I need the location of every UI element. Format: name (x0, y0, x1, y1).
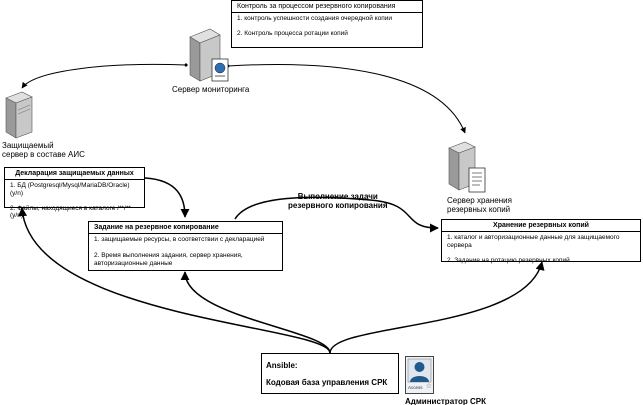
admin-badge: Access ☆ (405, 356, 434, 394)
monitoring-control-item: 2. Контроль процесса ротации копий (237, 29, 348, 37)
protected-server-label-line1: Защищаемый (2, 141, 54, 150)
monitoring-server-icon (189, 28, 229, 82)
storage-item: 2. Задание на ротацию резервных копий (447, 256, 570, 264)
declaration-item: 1. БД (Postgresql/Mysql/MariaDB/Oracle) … (10, 182, 130, 197)
backup-task-title: Задание на резервное копирование (89, 222, 282, 234)
monitoring-control-item: 1. контроль успешности создания очередно… (237, 15, 393, 22)
backup-task-item: авторизационные данные (94, 259, 173, 267)
admin-label: Администратор СРК (405, 397, 486, 405)
backup-task-item: 1. защищаемые ресурсы, в соответствии с … (94, 236, 265, 243)
protected-server-label-line2: сервер в составе АИС (2, 150, 85, 160)
storage-server-icon (448, 141, 486, 193)
ansible-title: Ansible: (266, 361, 298, 370)
edge-task-storage (234, 196, 439, 233)
storage-server-label-line1: Сервер хранения (447, 196, 512, 205)
edge-ansible-storage (329, 261, 545, 354)
storage-title: Хранение резервных копий (442, 220, 640, 232)
declaration-box: Декларация защищаемых данных 1. БД (Post… (4, 167, 145, 219)
declaration-item: 2. Файлы, находящиеся в каталоге /**/** … (10, 204, 131, 220)
storage-item: 1. каталог и авторизационные данные для … (447, 234, 620, 249)
ansible-box: Ansible: Кодовая база управления СРК (261, 353, 399, 394)
protected-server-label: Защищаемый сервер в составе АИС (2, 141, 85, 159)
edge-ansible-task (180, 271, 331, 354)
ansible-subtitle: Кодовая база управления СРК (266, 378, 388, 387)
monitoring-server-label: Сервер мониторинга (172, 85, 250, 94)
backup-task-box: Задание на резервное копирование 1. защи… (88, 221, 283, 271)
backup-execution-label-line2: резервного копирования (288, 201, 388, 211)
storage-box: Хранение резервных копий 1. каталог и ав… (441, 219, 641, 264)
star-icon: ☆ (425, 383, 432, 390)
storage-server-label-line2: резервных копий (447, 205, 511, 215)
monitoring-control-title: Контроль за процессом резервного копиров… (232, 1, 422, 13)
protected-server-icon (5, 91, 33, 139)
user-icon (407, 358, 432, 383)
edge-monitoring-protected (21, 63, 188, 89)
backup-execution-label: Выполнение задачи резервного копирования (288, 192, 388, 210)
admin-badge-text: Access (408, 385, 423, 390)
backup-execution-label-line1: Выполнение задачи (297, 192, 378, 201)
edge-declaration-task (144, 177, 190, 218)
storage-server-label: Сервер хранения резервных копий (447, 196, 512, 214)
monitoring-control-box: Контроль за процессом резервного копиров… (231, 0, 423, 48)
backup-task-item: 2. Время выполнения задания, сервер хран… (94, 251, 243, 259)
declaration-title: Декларация защищаемых данных (5, 168, 144, 180)
edge-monitoring-storage (226, 64, 466, 134)
edge-ansible-declaration (18, 207, 331, 354)
